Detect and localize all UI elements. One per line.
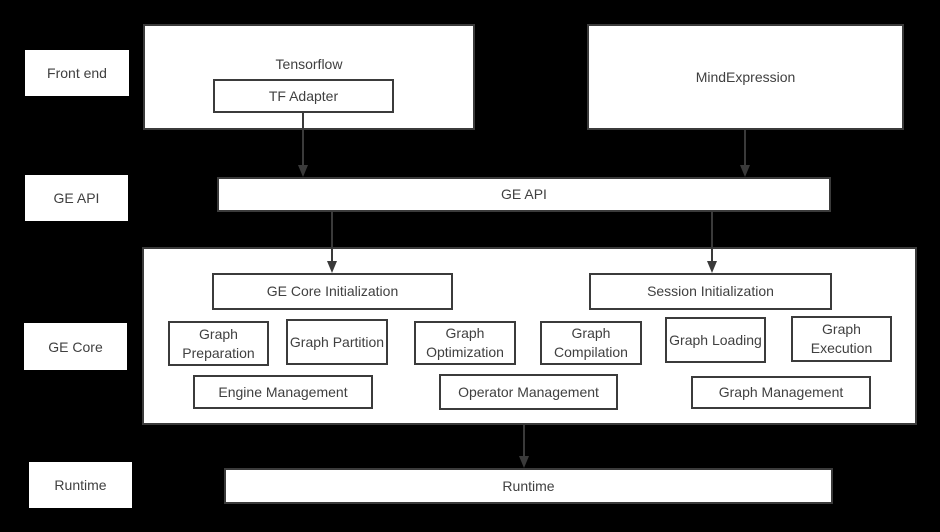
arrow-line [523,425,525,456]
graph-optimization-box: Graph Optimization [414,321,516,365]
operator-management-box: Operator Management [439,374,618,410]
graph-compilation-label: Graph Compilation [554,325,628,360]
arrow-head-icon [298,165,308,177]
session-initialization-box: Session Initialization [589,273,832,310]
graph-management-label: Graph Management [718,384,844,400]
engine-management-label: Engine Management [218,383,348,400]
mindexpression-label: MindExpression [695,68,796,85]
rail-label-front-end: Front end [25,50,129,96]
arrow-ge-api-to-session-initialization-icon [707,212,717,273]
graph-loading-box: Graph Loading [665,317,766,363]
rail-label-ge-api-text: GE API [53,190,100,206]
graph-loading-label: Graph Loading [669,331,762,348]
runtime-bar-label: Runtime [502,477,555,494]
arrow-ge-api-to-ge-core-initialization-icon [327,212,337,273]
graph-partition-box: Graph Partition [286,319,388,365]
tf-adapter-box: TF Adapter [213,79,394,113]
mindexpression-frame: MindExpression [587,24,904,130]
rail-label-ge-core-text: GE Core [48,338,103,355]
graph-management-box: Graph Management [691,376,871,409]
tensorflow-frame: Tensorflow TF Adapter [143,24,475,130]
ge-core-container: GE Core Initialization Session Initializ… [142,247,917,425]
arrow-ge-core-to-runtime-icon [519,425,529,468]
rail-label-runtime-text: Runtime [54,477,107,493]
ge-api-bar: GE API [217,177,831,212]
graph-partition-label: Graph Partition [289,333,385,350]
arrow-head-icon [740,165,750,177]
arrow-line [331,212,333,261]
arrow-line [711,212,713,261]
graph-preparation-label: Graph Preparation [182,325,255,361]
arrow-head-icon [707,261,717,273]
arrow-line [744,130,746,165]
graph-execution-box: Graph Execution [791,316,892,362]
graph-preparation-box: Graph Preparation [168,321,269,366]
arrow-line [302,113,304,165]
runtime-bar: Runtime [224,468,833,504]
ge-api-bar-label: GE API [501,186,547,202]
arrow-tf-adapter-to-ge-api-icon [298,113,308,177]
ge-core-initialization-box: GE Core Initialization [212,273,453,310]
ge-core-initialization-label: GE Core Initialization [266,283,399,299]
arrow-mindexpression-to-ge-api-icon [740,130,750,177]
rail-label-runtime: Runtime [29,462,132,508]
arrow-head-icon [327,261,337,273]
rail-label-front-end-text: Front end [47,65,107,81]
graph-compilation-box: Graph Compilation [540,321,642,365]
graph-execution-label: Graph Execution [810,321,873,356]
operator-management-label: Operator Management [458,383,599,400]
tensorflow-title: Tensorflow [275,56,343,72]
engine-management-box: Engine Management [193,375,373,409]
tf-adapter-label: TF Adapter [268,87,339,104]
rail-label-ge-api: GE API [25,175,128,221]
arrow-head-icon [519,456,529,468]
graph-optimization-label: Graph Optimization [426,325,504,360]
rail-label-ge-core: GE Core [24,323,127,370]
session-initialization-label: Session Initialization [647,283,774,299]
